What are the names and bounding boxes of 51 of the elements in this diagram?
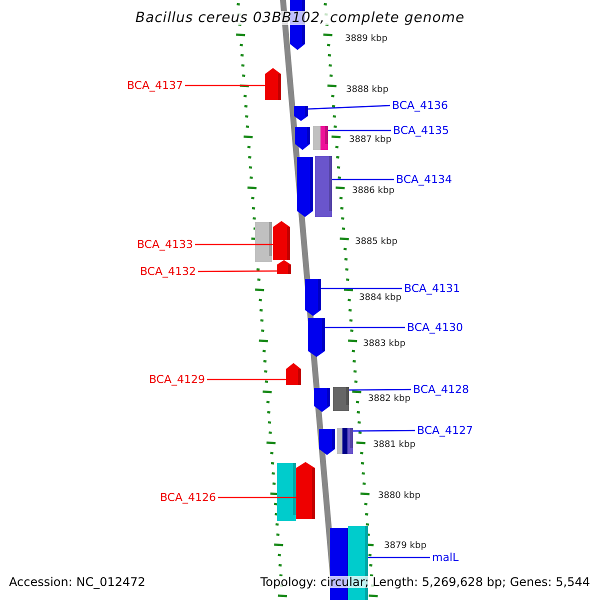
scale-label: 3888 kbp bbox=[346, 86, 388, 95]
gene-marker bbox=[296, 462, 315, 519]
leader-line bbox=[332, 178, 394, 180]
leader-line bbox=[353, 430, 415, 432]
gene-marker bbox=[265, 68, 281, 100]
leader-line bbox=[195, 244, 273, 246]
leader-line bbox=[308, 104, 390, 110]
gene-label: malL bbox=[432, 552, 459, 563]
scale-label: 3885 kbp bbox=[355, 238, 398, 247]
leader-line bbox=[325, 326, 405, 328]
gene-label: BCA_4132 bbox=[140, 266, 196, 277]
gene-marker bbox=[286, 363, 301, 385]
scale-label: 3887 kbp bbox=[349, 136, 392, 145]
gene-marker bbox=[308, 318, 325, 357]
leader-line bbox=[328, 130, 391, 132]
scale-label: 3882 kbp bbox=[368, 395, 410, 404]
gene-block bbox=[337, 428, 353, 454]
gene-label: BCA_4128 bbox=[413, 384, 470, 395]
scale-label: 3881 kbp bbox=[373, 441, 416, 450]
gene-label: BCA_4135 bbox=[393, 125, 450, 136]
gene-block bbox=[315, 156, 332, 217]
title: Bacillus cereus 03BB102, complete genome bbox=[135, 11, 465, 25]
gene-label: BCA_4127 bbox=[417, 425, 474, 436]
gene-marker bbox=[305, 279, 321, 316]
gene-block bbox=[333, 387, 349, 411]
leader-line bbox=[185, 84, 265, 86]
footer-text: Topology: circular; Length: 5,269,628 bp; Genes: 5,544 bbox=[260, 576, 590, 588]
gene-label: BCA_4130 bbox=[407, 322, 464, 333]
leader-line bbox=[218, 496, 296, 498]
gene-label: BCA_4134 bbox=[396, 174, 452, 185]
scale-label: 3879 kbp bbox=[384, 542, 426, 551]
gene-label: BCA_4137 bbox=[126, 80, 183, 91]
scale-label: 3886 kbp bbox=[352, 187, 394, 196]
leader-line bbox=[368, 556, 430, 558]
scale-label: 3883 kbp bbox=[363, 340, 406, 349]
leader-line bbox=[349, 388, 411, 391]
scale-label: 3884 kbp bbox=[359, 294, 402, 303]
gene-label: BCA_4133 bbox=[136, 239, 193, 250]
scale-label: 3889 kbp bbox=[345, 35, 388, 44]
scale-label: 3880 kbp bbox=[378, 492, 420, 501]
leader-line bbox=[198, 270, 277, 272]
gene-label: BCA_4126 bbox=[160, 492, 216, 503]
gene-marker bbox=[294, 106, 308, 121]
gene-label: BCA_4131 bbox=[404, 283, 460, 294]
footer-text: Accession: NC_012472 bbox=[9, 576, 146, 588]
gene-marker bbox=[277, 260, 291, 274]
leader-line bbox=[321, 288, 402, 290]
leader-line bbox=[207, 378, 286, 380]
gene-label: BCA_4136 bbox=[392, 100, 448, 111]
gene-block bbox=[313, 126, 328, 150]
gene-label: BCA_4129 bbox=[148, 374, 205, 385]
